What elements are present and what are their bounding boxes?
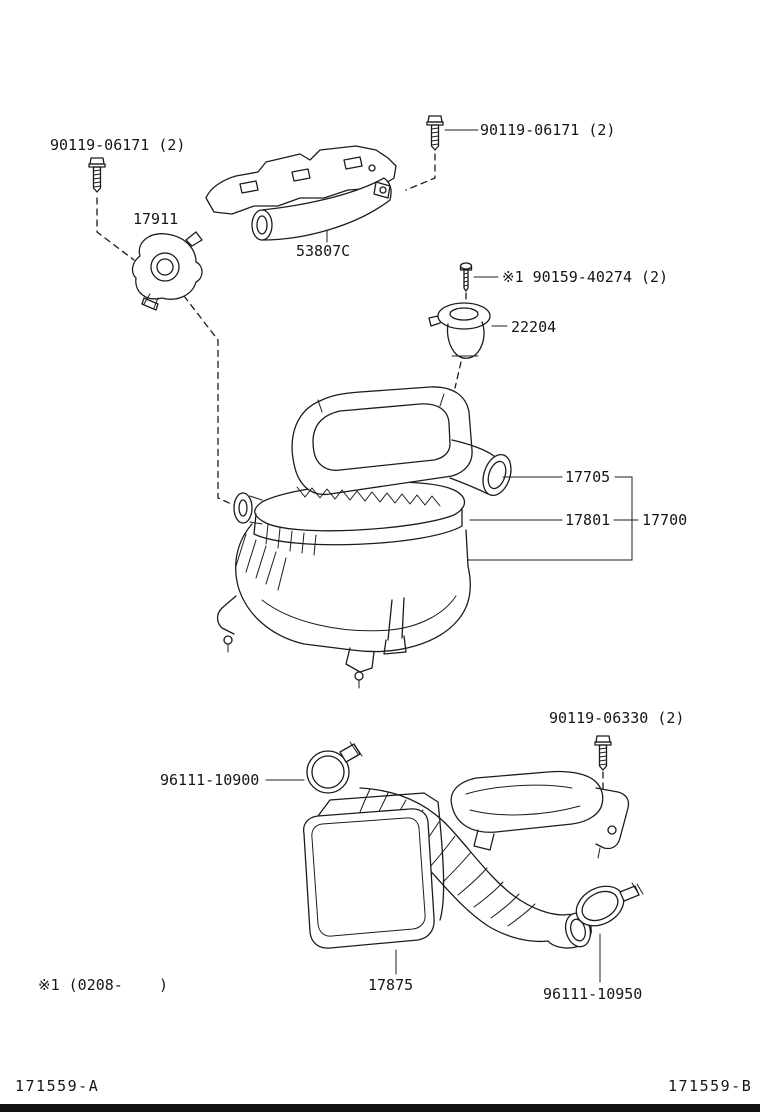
bottom-border-bar: [0, 1104, 760, 1112]
label-22204: 22204: [511, 318, 557, 336]
bolt-icon-top-right: [426, 115, 444, 151]
maf-sensor-22204-drawing: [428, 302, 491, 359]
label-17875: 17875: [368, 976, 414, 994]
bolt-icon-lower: [594, 735, 612, 771]
clamp-10950-drawing: [575, 882, 644, 927]
label-17911: 17911: [133, 210, 179, 228]
label-53807c: 53807C: [296, 242, 351, 260]
sheet-code-left: 171559-A: [15, 1077, 100, 1095]
air-cleaner-cap-drawing: [291, 386, 473, 507]
elbow-17911-drawing: [131, 231, 203, 311]
footnote: ※1 (0208- ): [38, 976, 168, 994]
sheet-code-right: 171559-B: [668, 1077, 753, 1095]
label-bolt-top-right: 90119-06171 (2): [480, 121, 616, 139]
leader-lines: [265, 129, 639, 983]
housing-17700-drawing: [216, 523, 471, 689]
label-screw-90159: ※1 90159-40274 (2): [502, 268, 669, 286]
label-17801: 17801: [565, 511, 611, 529]
screw-90159-icon: [459, 262, 473, 292]
resonator-duct-drawing: [450, 770, 630, 859]
label-96111-10900: 96111-10900: [160, 771, 260, 789]
label-bolt-top-left: 90119-06171 (2): [50, 136, 186, 154]
label-bolt-90119-06330: 90119-06330 (2): [549, 709, 685, 727]
label-17700: 17700: [642, 511, 688, 529]
bolt-icon-top-left: [88, 157, 106, 193]
label-17705: 17705: [565, 468, 611, 486]
label-96111-10950: 96111-10950: [543, 985, 643, 1003]
clamp-10900-drawing: [306, 741, 363, 794]
bracket-53807c-drawing: [205, 145, 397, 241]
